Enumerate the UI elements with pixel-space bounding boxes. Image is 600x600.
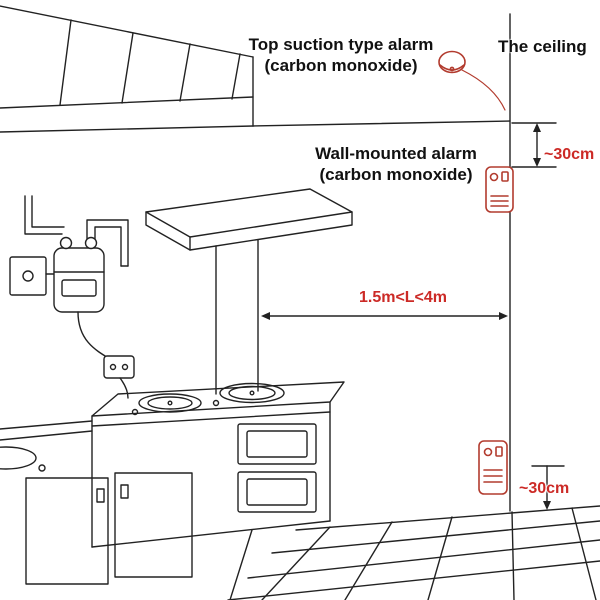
dim-floor-arrow [531, 465, 565, 510]
ceiling-label: The ceiling [498, 37, 587, 56]
wall-alarm-device-bottom [478, 440, 508, 495]
power-socket [103, 355, 135, 379]
cabinet-door-divider [121, 32, 134, 104]
dim-ceiling-text: ~30cm [544, 146, 595, 163]
floor-tiles [227, 505, 600, 600]
wall-alarm-label-line2: (carbon monoxide) [319, 165, 473, 184]
cabinet-door [114, 472, 193, 578]
door-handle [120, 484, 129, 499]
wall-alarm-device-top [485, 166, 514, 213]
gas-pipe [24, 195, 63, 235]
meter-cable [119, 377, 129, 399]
dim-ceiling-arrow [511, 122, 557, 168]
wall-alarm-label-line1: Wall-mounted alarm [315, 144, 477, 163]
cabinet-side-edge [229, 529, 253, 600]
meter-display [61, 279, 97, 297]
top-alarm-label: Top suction type alarm (carbon monoxide) [234, 34, 448, 76]
cabinet-door-divider [231, 53, 241, 100]
ceiling-alarm-device [438, 50, 506, 111]
meter-cable [77, 311, 111, 360]
stove-counter [91, 381, 345, 548]
meter-outlet [84, 236, 98, 250]
top-alarm-label-line2: (carbon monoxide) [264, 56, 418, 75]
cabinet-door-divider [59, 19, 72, 106]
top-alarm-label-line1: Top suction type alarm [248, 35, 434, 54]
wall-junction-box [9, 256, 47, 296]
dim-distance-text: 1.5m<L<4m [358, 289, 448, 306]
cabinet-door [25, 477, 109, 585]
burner [131, 393, 202, 416]
range-hood [145, 188, 353, 251]
lower-cabinets [0, 420, 253, 600]
ceiling-line [252, 120, 511, 127]
counter-lip [91, 411, 331, 427]
dim-distance-arrow [261, 312, 508, 320]
wall-alarm-label: Wall-mounted alarm (carbon monoxide) [303, 143, 489, 185]
burner [212, 382, 285, 407]
door-handle [96, 488, 105, 503]
meter-inlet [59, 236, 73, 250]
drawer-front [237, 471, 317, 513]
upper-cabinets [0, 5, 254, 133]
hood-duct [215, 239, 259, 395]
gas-pipe [94, 226, 122, 267]
gas-pipe [31, 195, 65, 228]
gas-pipe [86, 219, 129, 267]
drawer-front [237, 423, 317, 465]
drawer-stack [237, 423, 317, 513]
dim-floor-text: ~30cm [519, 480, 570, 497]
sink-basin [0, 446, 37, 470]
cabinet-door-divider [179, 43, 191, 102]
gas-meter-and-pipes [9, 195, 135, 399]
cooktop-surface [91, 381, 345, 417]
alarm-leader-line [461, 69, 506, 111]
